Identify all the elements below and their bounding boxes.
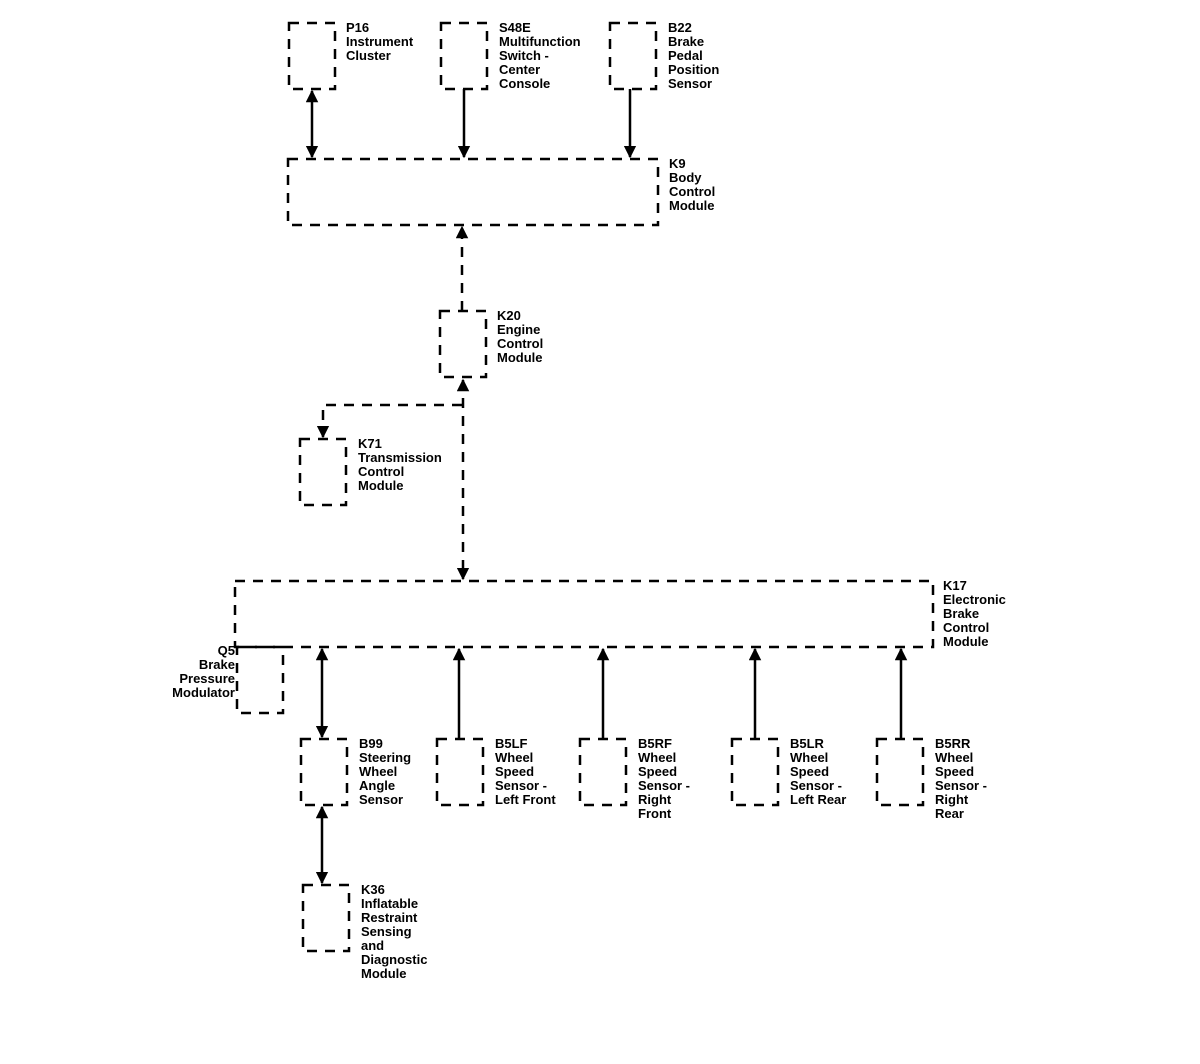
s48e-line: Multifunction — [499, 34, 581, 49]
k17-line: Module — [943, 634, 989, 649]
b5rf-line: Wheel — [638, 750, 677, 765]
b22-label: B22 Brake Pedal Position Sensor — [668, 21, 719, 91]
b5lr-id: B5LR — [790, 736, 824, 751]
k71-line: Module — [358, 478, 404, 493]
k36-line: Inflatable — [361, 896, 419, 911]
b5lf-line: Sensor - — [495, 778, 548, 793]
k20-line: Engine — [497, 322, 541, 337]
s48e-line: Console — [499, 76, 551, 91]
q5-line: Modulator — [172, 685, 235, 700]
b22-id: B22 — [668, 20, 692, 35]
b22-line: Position — [668, 62, 720, 77]
k71-label: K71 Transmission Control Module — [358, 437, 442, 493]
b5rr-line: Rear — [935, 806, 964, 821]
k20-line: Module — [497, 350, 543, 365]
b5rr-id: B5RR — [935, 736, 971, 751]
b5rr-line: Sensor - — [935, 778, 988, 793]
k36-line: Restraint — [361, 910, 418, 925]
b5lf-label: B5LF Wheel Speed Sensor - Left Front — [495, 737, 556, 807]
p16-id: P16 — [346, 20, 370, 35]
k17-label: K17 Electronic Brake Control Module — [943, 579, 1006, 649]
k17-id: K17 — [943, 578, 967, 593]
q5-box — [235, 645, 285, 715]
k71-line: Control — [358, 464, 405, 479]
q5-label: Q5 Brake Pressure Modulator — [165, 644, 235, 700]
q5-id: Q5 — [217, 643, 235, 658]
b5lf-box — [435, 737, 485, 807]
k36-line: Module — [361, 966, 407, 981]
b5rf-line: Front — [638, 806, 672, 821]
k36-label: K36 Inflatable Restraint Sensing and Dia… — [361, 883, 427, 981]
b5rf-line: Sensor - — [638, 778, 691, 793]
s48e-line: Center — [499, 62, 541, 77]
b99-id: B99 — [359, 736, 383, 751]
k71-id: K71 — [358, 436, 382, 451]
k17-line: Electronic — [943, 592, 1006, 607]
k71-line: Transmission — [358, 450, 442, 465]
b5rr-label: B5RR Wheel Speed Sensor - Right Rear — [935, 737, 987, 821]
s48e-box — [439, 21, 489, 91]
k36-id: K36 — [361, 882, 385, 897]
k9-line: Body — [669, 170, 702, 185]
b5rf-line: Right — [638, 792, 672, 807]
s48e-line: Switch - — [499, 48, 549, 63]
b5rr-line: Speed — [935, 764, 975, 779]
k36-line: and — [361, 938, 385, 953]
p16-box — [287, 21, 337, 91]
b5lr-line: Sensor - — [790, 778, 843, 793]
k20-line: Control — [497, 336, 544, 351]
b5rf-box — [578, 737, 628, 807]
k36-line: Diagnostic — [361, 952, 428, 967]
k17-line: Brake — [943, 606, 980, 621]
q5-line: Brake — [198, 657, 235, 672]
b99-line: Angle — [359, 778, 396, 793]
k71-box — [298, 437, 348, 507]
q5-line: Pressure — [179, 671, 235, 686]
k20-id: K20 — [497, 308, 521, 323]
b22-box — [608, 21, 658, 91]
k17-box — [233, 579, 935, 649]
b99-line: Steering — [359, 750, 412, 765]
b22-line: Brake — [668, 34, 705, 49]
k36-line: Sensing — [361, 924, 412, 939]
k20-label: K20 Engine Control Module — [497, 309, 543, 365]
b5lf-line: Speed — [495, 764, 535, 779]
b5lf-id: B5LF — [495, 736, 528, 751]
b5lr-line: Speed — [790, 764, 830, 779]
b5lr-line: Left Rear — [790, 792, 847, 807]
p16-label: P16 Instrument Cluster — [346, 21, 413, 63]
b99-label: B99 Steering Wheel Angle Sensor — [359, 737, 411, 807]
k9-label: K9 Body Control Module — [669, 157, 715, 213]
b5lf-line: Left Front — [495, 792, 556, 807]
s48e-label: S48E Multifunction Switch - Center Conso… — [499, 21, 581, 91]
b5rf-id: B5RF — [638, 736, 672, 751]
k17-line: Control — [943, 620, 990, 635]
b5rf-line: Speed — [638, 764, 678, 779]
b5lr-box — [730, 737, 780, 807]
k9-line: Control — [669, 184, 716, 199]
k9-id: K9 — [669, 156, 686, 171]
b5rr-box — [875, 737, 925, 807]
b5rr-line: Wheel — [935, 750, 974, 765]
k9-box — [286, 157, 660, 227]
p16-line: Instrument — [346, 34, 414, 49]
k9-line: Module — [669, 198, 715, 213]
k36-box — [301, 883, 351, 953]
b5lf-line: Wheel — [495, 750, 534, 765]
p16-line: Cluster — [346, 48, 391, 63]
b5rr-line: Right — [935, 792, 969, 807]
b99-line: Sensor — [359, 792, 404, 807]
s48e-id: S48E — [499, 20, 531, 35]
b22-line: Pedal — [668, 48, 703, 63]
k20-k71-link — [316, 403, 462, 439]
b5rf-label: B5RF Wheel Speed Sensor - Right Front — [638, 737, 690, 821]
b5lr-label: B5LR Wheel Speed Sensor - Left Rear — [790, 737, 846, 807]
b5lr-line: Wheel — [790, 750, 829, 765]
k20-box — [438, 309, 488, 379]
b99-line: Wheel — [359, 764, 398, 779]
b22-line: Sensor — [668, 76, 713, 91]
b99-box — [299, 737, 349, 807]
